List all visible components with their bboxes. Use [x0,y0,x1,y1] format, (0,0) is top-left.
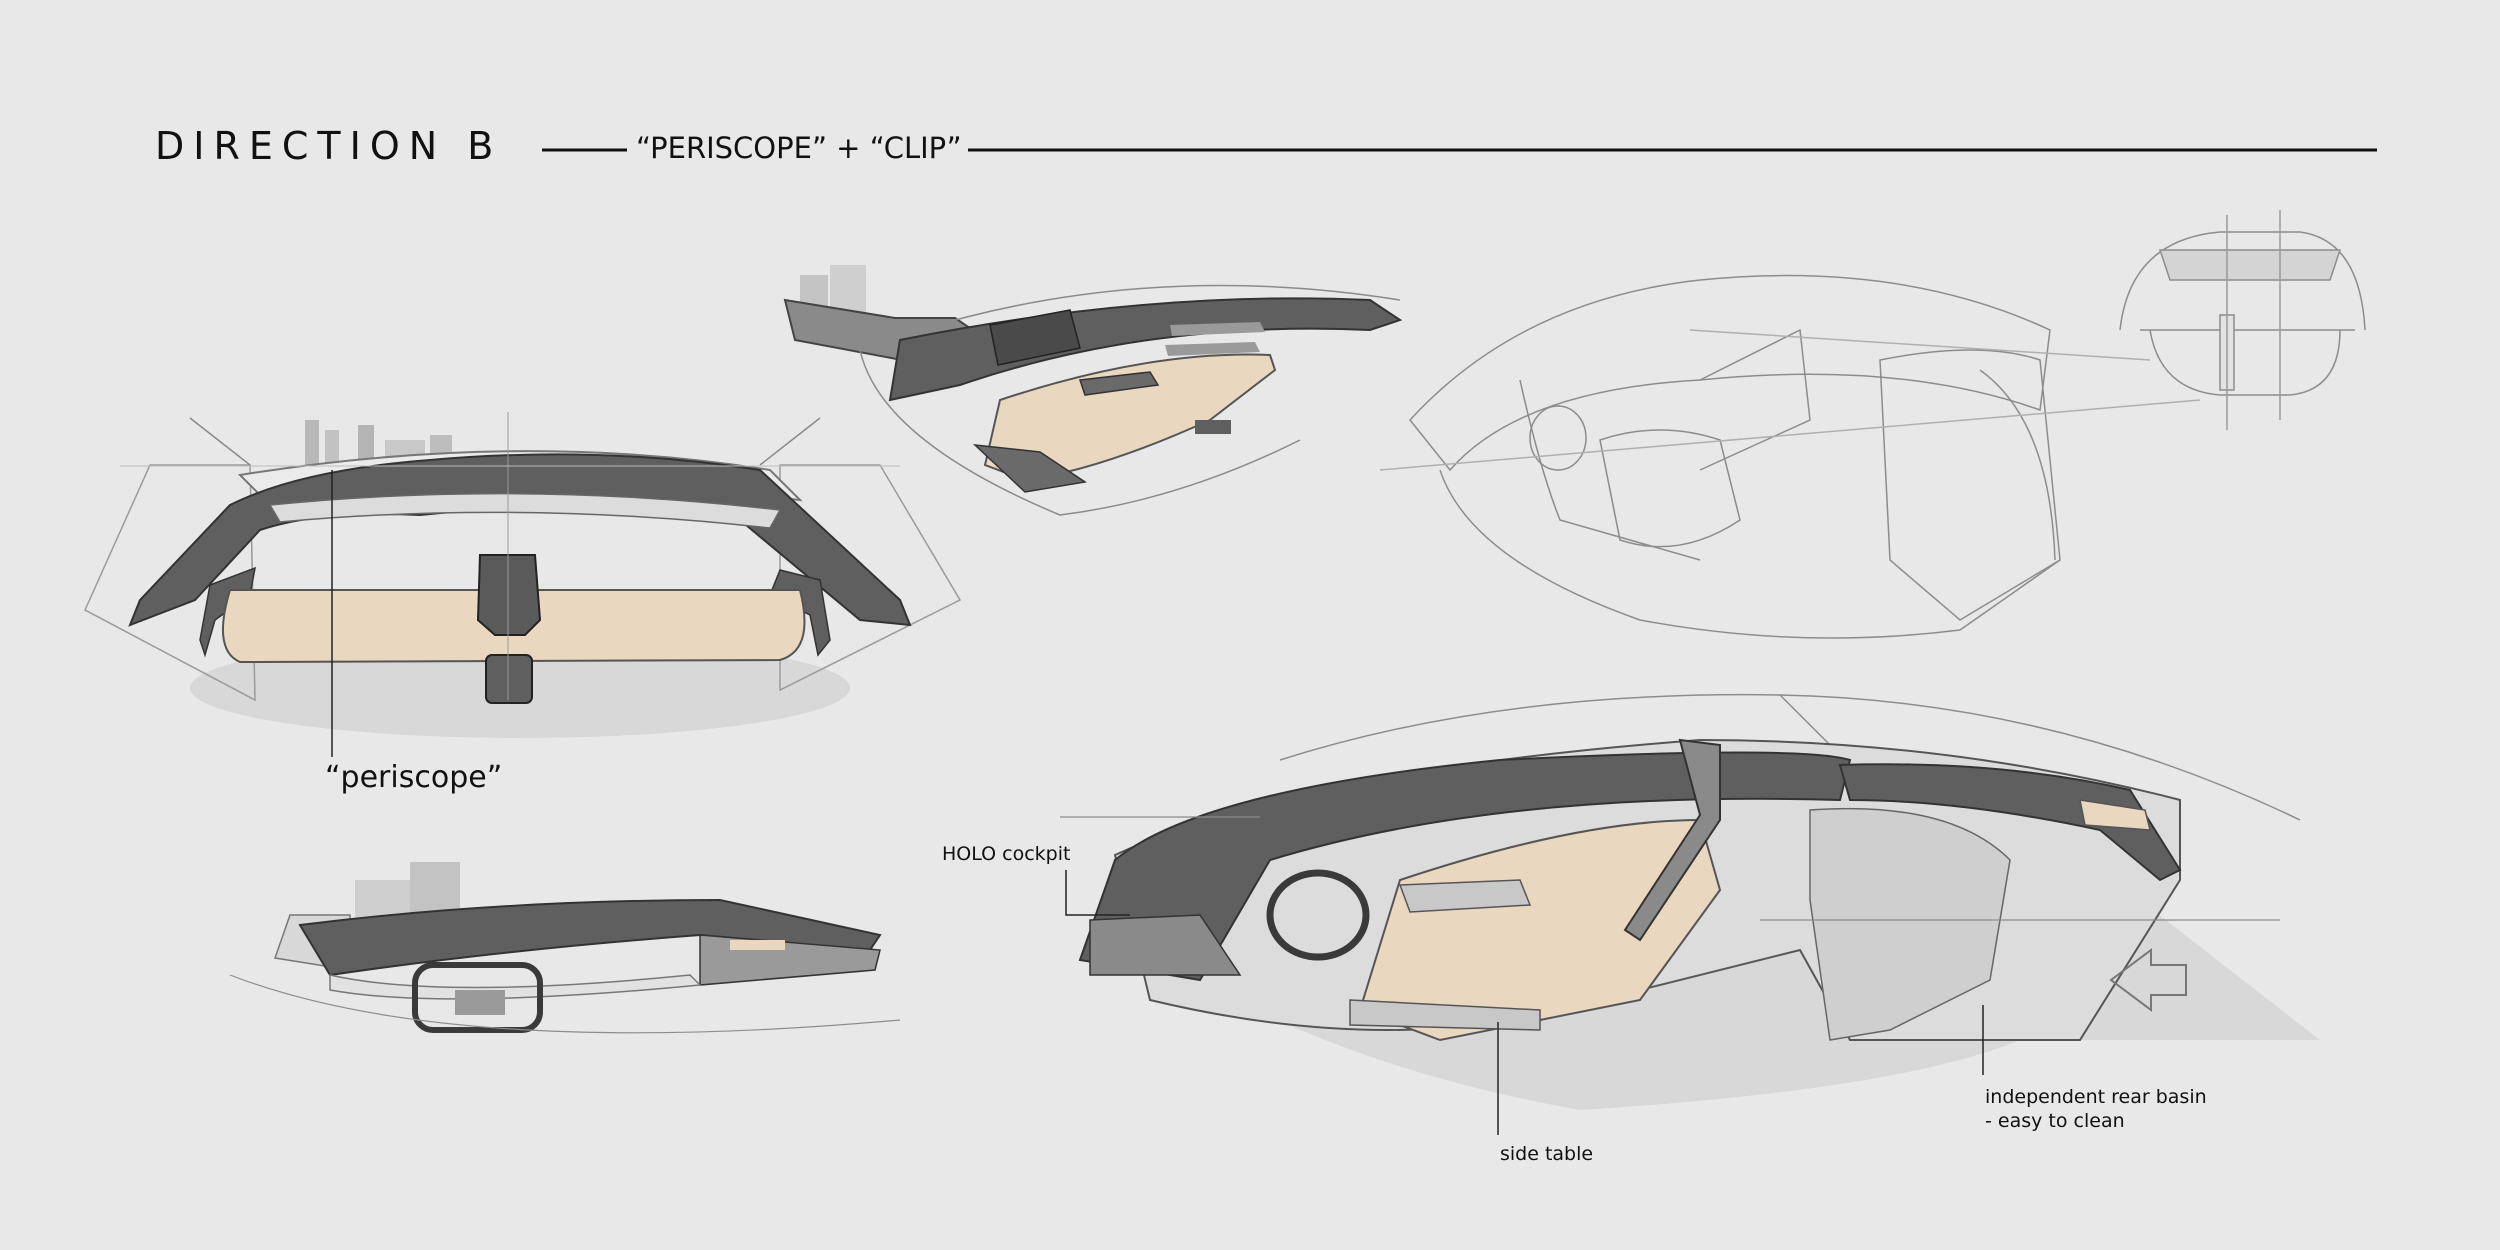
label-rear-basin-line1: independent rear basin [1985,1086,2207,1108]
page-subtitle: “PERISCOPE” + “CLIP” [636,131,962,165]
sketch-rear-view-small [2119,210,2366,430]
label-periscope: “periscope” [325,760,503,795]
label-holo-cockpit: HOLO cockpit [942,843,1071,865]
sketch-wireframe-interior [1379,274,2201,639]
sketch-side-dashboard [229,862,901,1034]
label-rear-basin: independent rear basin - easy to clean [1985,1085,2207,1133]
sketch-top-perspective [783,265,1403,516]
label-rear-basin-line2: - easy to clean [1985,1110,2125,1132]
sketch-main-interior [1060,693,2320,1135]
label-side-table: side table [1500,1143,1594,1165]
page-title: DIRECTION B [155,124,503,168]
sketch-front-dashboard [84,412,962,757]
